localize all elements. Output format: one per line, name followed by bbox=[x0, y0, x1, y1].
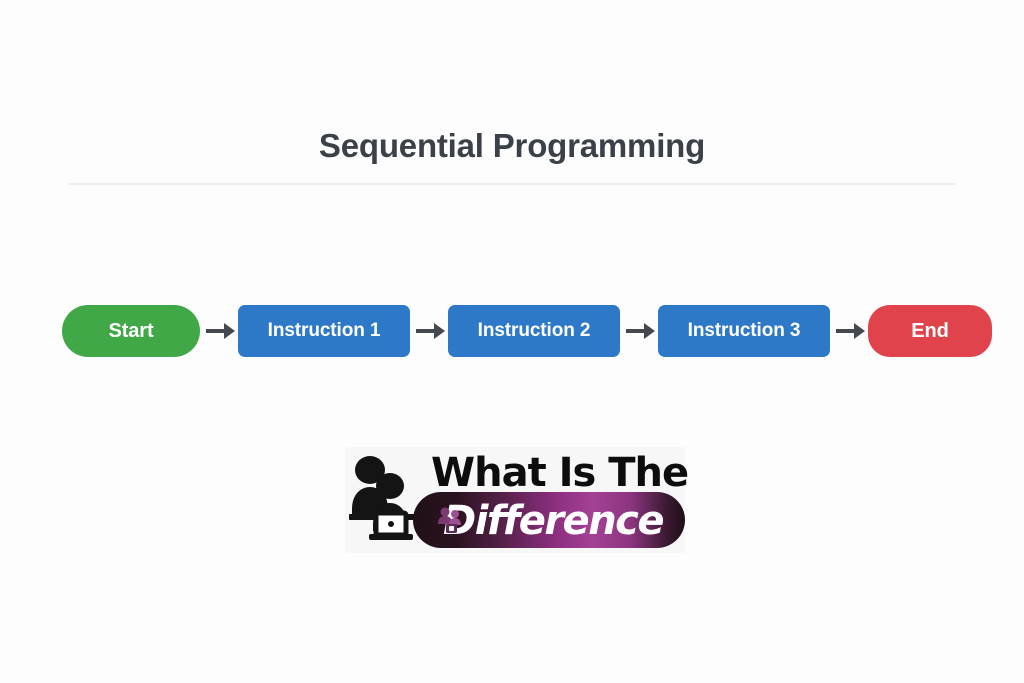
arrow-shaft bbox=[626, 329, 646, 333]
arrow-head-icon bbox=[854, 323, 865, 339]
flow-arrow-instruction-3-to-end bbox=[830, 322, 868, 340]
arrow-shaft bbox=[206, 329, 226, 333]
flow-node-instruction-1[interactable]: Instruction 1 bbox=[238, 305, 410, 357]
sequential-flow-diagram: Start Instruction 1 Instruction 2 Instru… bbox=[62, 304, 992, 358]
group-users-icon bbox=[438, 507, 461, 533]
flow-node-start[interactable]: Start bbox=[62, 305, 200, 357]
flow-arrow-instruction-2-to-instruction-3 bbox=[620, 322, 658, 340]
title-divider bbox=[68, 183, 956, 185]
title-block: Sequential Programming bbox=[0, 127, 1024, 164]
logo-pill: Difference bbox=[413, 492, 685, 548]
page-title: Sequential Programming bbox=[318, 127, 706, 164]
logo-pill-text: Difference bbox=[442, 498, 665, 544]
logo-inner: What Is The Difference bbox=[345, 447, 689, 553]
people-at-laptop-icon bbox=[349, 456, 419, 540]
arrow-shaft bbox=[836, 329, 856, 333]
logo-top-text: What Is The bbox=[431, 450, 689, 496]
flow-node-end[interactable]: End bbox=[868, 305, 992, 357]
arrow-head-icon bbox=[434, 323, 445, 339]
flow-arrow-instruction-1-to-instruction-2 bbox=[410, 322, 448, 340]
arrow-head-icon bbox=[224, 323, 235, 339]
watermark-logo: What Is The Difference bbox=[345, 447, 689, 553]
flow-node-instruction-2[interactable]: Instruction 2 bbox=[448, 305, 620, 357]
flow-node-instruction-3[interactable]: Instruction 3 bbox=[658, 305, 830, 357]
arrow-head-icon bbox=[644, 323, 655, 339]
arrow-shaft bbox=[416, 329, 436, 333]
flow-arrow-start-to-instruction-1 bbox=[200, 322, 238, 340]
